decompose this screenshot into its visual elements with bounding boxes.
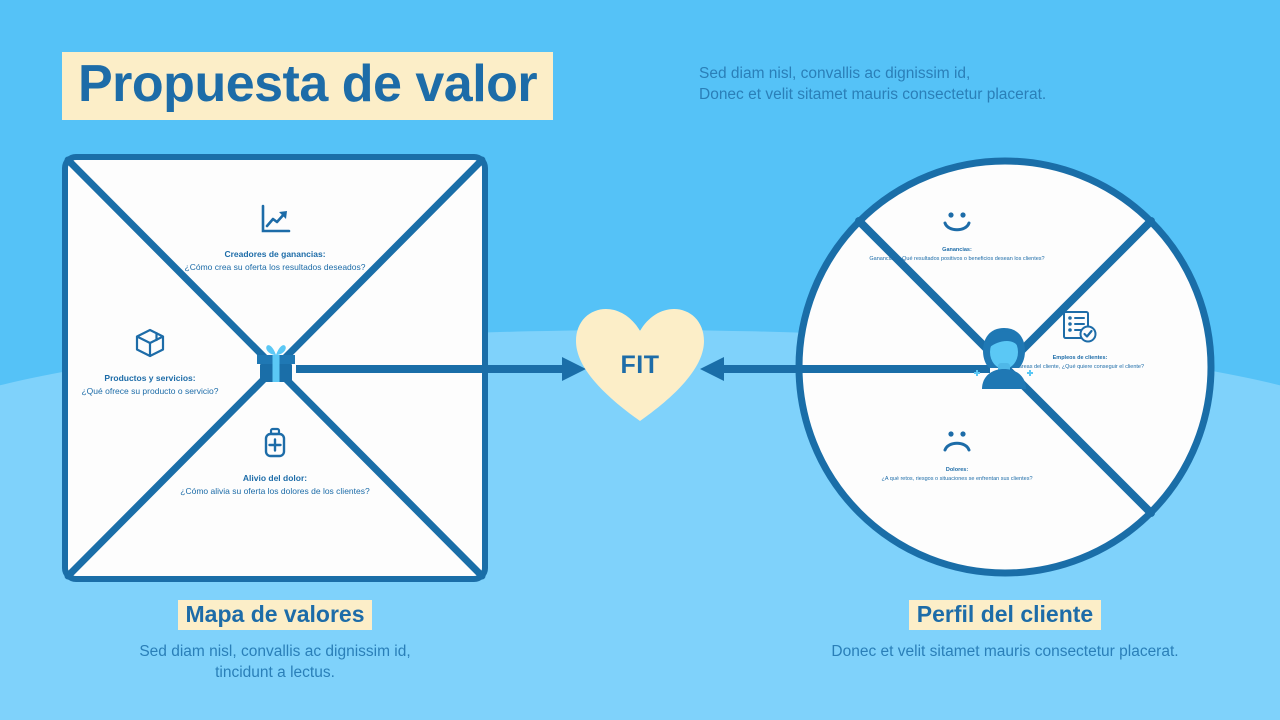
- customer-avatar-wrapper: [969, 325, 1039, 396]
- value-map-caption-subtitle: Sed diam nisl, convallis ac dignissim id…: [139, 643, 411, 682]
- value-map-section-gain-creators[interactable]: Creadores de ganancias: ¿Cómo crea su of…: [165, 202, 385, 274]
- gift-icon: [257, 345, 295, 382]
- value-map-caption: Mapa de valores Sed diam nisl, convallis…: [62, 600, 488, 684]
- customer-profile-caption-title: Perfil del cliente: [908, 600, 1102, 631]
- customer-profile-section-gains[interactable]: Ganancias: Ganancias: ¿Qué resultados po…: [847, 210, 1067, 264]
- gift-icon-wrapper: [252, 338, 300, 391]
- section-subtitle: ¿A qué retos, riesgos o situaciones se e…: [881, 475, 1033, 482]
- section-subtitle: ¿Cómo crea su oferta los resultados dese…: [184, 261, 366, 272]
- smiley-face-icon: [943, 212, 971, 232]
- arrow-to-fit-from-customer-profile: [700, 357, 990, 381]
- customer-avatar-icon: [974, 328, 1033, 389]
- value-map-divider-lines: [64, 156, 486, 580]
- section-title: Productos y servicios:: [104, 373, 196, 383]
- value-map-section-pain-relievers[interactable]: Alivio del dolor: ¿Cómo alivia su oferta…: [165, 426, 385, 498]
- customer-profile-section-jobs[interactable]: Empleos de clientes: Tareas del cliente,…: [970, 310, 1190, 372]
- section-title: Empleos de clientes:: [1052, 355, 1108, 361]
- section-title: Creadores de ganancias:: [224, 249, 326, 259]
- package-box-icon: [135, 328, 165, 358]
- customer-profile-caption-subtitle: Donec et velit sitamet mauris consectetu…: [831, 643, 1179, 661]
- sad-face-icon: [943, 431, 971, 452]
- section-subtitle: Ganancias: ¿Qué resultados positivos o b…: [869, 255, 1045, 262]
- medicine-bottle-icon: [264, 427, 286, 458]
- page-title: Propuesta de valor: [62, 52, 554, 120]
- customer-profile-caption: Perfil del cliente Donec et velit sitame…: [793, 600, 1217, 663]
- customer-profile-section-pains[interactable]: Dolores: ¿A qué retos, riesgos o situaci…: [847, 430, 1067, 484]
- arrow-to-fit-from-value-map: [296, 357, 586, 381]
- section-title: Dolores:: [945, 467, 969, 473]
- section-subtitle: ¿Qué ofrece su producto o servicio?: [81, 385, 219, 396]
- growth-chart-icon: [261, 204, 291, 233]
- page-title-text: Propuesta de valor: [62, 52, 554, 120]
- section-title: Ganancias:: [942, 247, 972, 253]
- fit-heart-shape: [576, 309, 704, 421]
- section-subtitle: Tareas del cliente, ¿Qué quiere consegui…: [1015, 363, 1145, 370]
- checklist-icon: [1063, 311, 1097, 343]
- value-map-caption-title: Mapa de valores: [177, 600, 373, 631]
- section-title: Alivio del dolor:: [242, 473, 308, 483]
- fit-label: FIT: [620, 350, 660, 379]
- value-map-section-products-services[interactable]: Productos y servicios: ¿Qué ofrece su pr…: [40, 326, 260, 398]
- section-subtitle: ¿Cómo alivia su oferta los dolores de lo…: [180, 485, 370, 496]
- header-description: Sed diam nisl, convallis ac dignissim id…: [699, 65, 1047, 103]
